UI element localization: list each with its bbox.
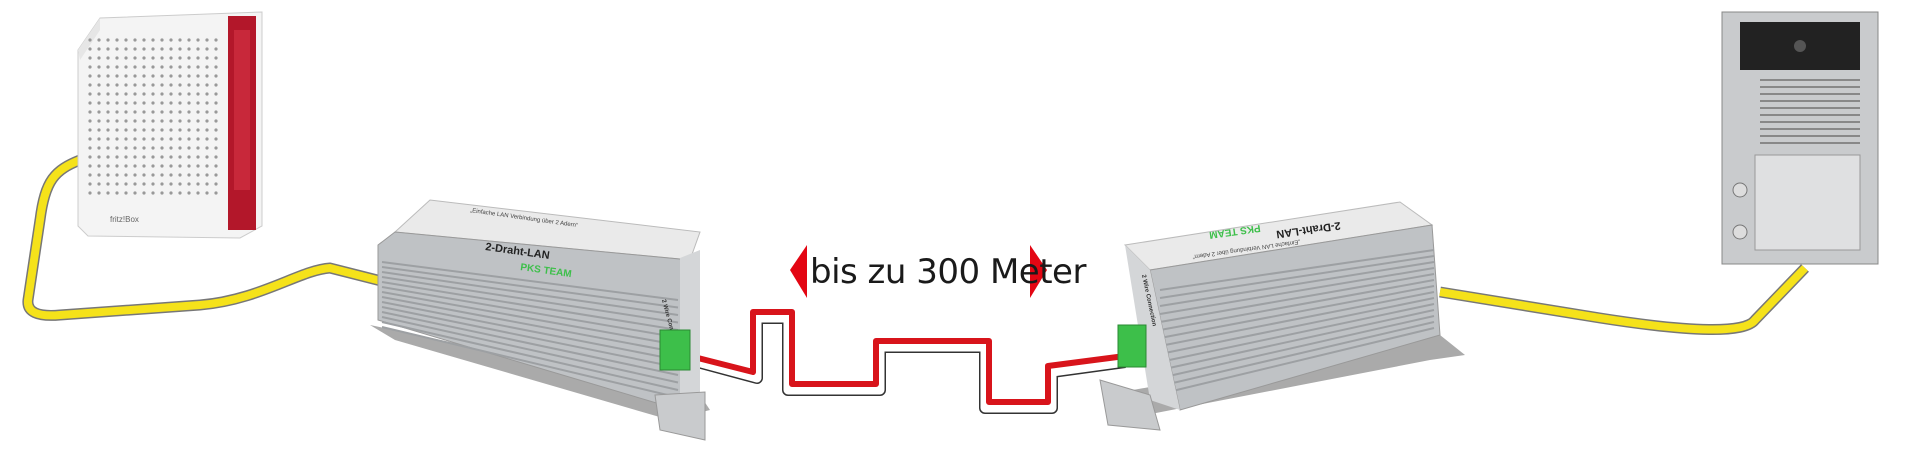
name-plate: [1754, 154, 1861, 251]
arrow-left-icon: [790, 245, 807, 298]
terminal-block-left: [659, 329, 691, 371]
bell-button-2: [1732, 224, 1748, 240]
bell-button-1: [1732, 182, 1748, 198]
arrow-right-icon: [1030, 245, 1047, 298]
distance-label: bis zu 300 Meter: [810, 252, 1086, 292]
fritzbox-router: fritz!Box: [77, 11, 263, 239]
terminal-block-right: [1117, 324, 1147, 368]
door-intercom-station: [1721, 11, 1879, 265]
mounting-bracket-left: [654, 391, 706, 441]
router-brand: fritz!Box: [110, 215, 139, 224]
two-wire-cable: [688, 309, 1126, 414]
adapter-left: 2 Wire Connection 2-Draht-LAN „Einfache …: [370, 199, 710, 441]
mounting-bracket-right: [1099, 379, 1161, 431]
adapter-right: 2 Wire Connection 2-Draht-LAN PKS TEAM „…: [1099, 201, 1465, 431]
